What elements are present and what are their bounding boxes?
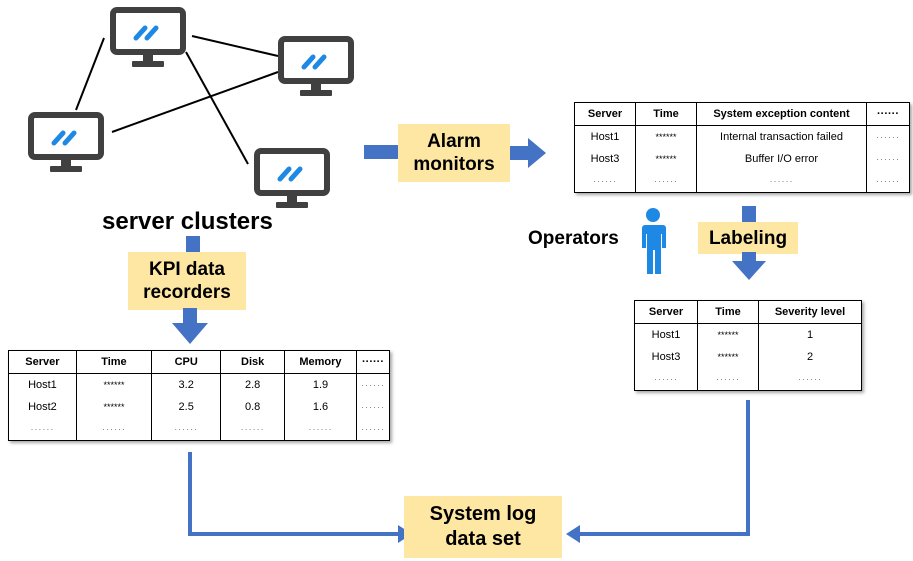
table-row: Host3 ****** 2: [634, 346, 862, 368]
table-row: ······ ······ ······: [634, 368, 862, 391]
table-cell: ******: [635, 125, 697, 148]
table-cell: 3.2: [151, 373, 222, 396]
table-cell: ······: [75, 418, 153, 441]
server-monitor-icon: [254, 148, 330, 212]
table-cell: ······: [866, 148, 910, 170]
table-header: Severity level: [758, 300, 862, 324]
table-header: Time: [635, 102, 697, 126]
labeling-label-text: Labeling: [708, 227, 788, 249]
table-cell: 1.9: [283, 373, 358, 396]
table-cell: 2.5: [151, 396, 222, 418]
arrow-down-to-severity-icon: [732, 252, 766, 280]
table-cell: ······: [356, 373, 390, 396]
table-cell: ······: [356, 396, 390, 418]
table-header: ······: [356, 350, 390, 374]
table-cell: ······: [866, 125, 910, 148]
table-cell: ******: [75, 396, 153, 418]
arrow-down-to-kpi-table-icon: [172, 308, 208, 344]
kpi-label-line2: recorders: [143, 282, 231, 303]
dataset-label-line2: data set: [445, 528, 521, 550]
table-cell: ······: [866, 170, 910, 193]
table-cell: 1: [758, 323, 862, 346]
table-header: Server: [8, 350, 77, 374]
table-row: Host1 ****** Internal transaction failed…: [574, 125, 910, 148]
alarm-label-line2: monitors: [413, 154, 495, 175]
table-cell: ······: [220, 418, 285, 441]
kpi-label-line1: KPI data: [148, 259, 226, 280]
table-cell: ······: [283, 418, 358, 441]
table-cell: ******: [75, 373, 153, 396]
table-header: CPU: [151, 350, 222, 374]
table-row: Host1 ****** 1: [634, 323, 862, 346]
table-cell: ******: [635, 148, 697, 170]
table-cell: ******: [697, 323, 759, 346]
table-cell: ······: [634, 368, 698, 391]
table-cell: ······: [697, 368, 759, 391]
table-cell: ······: [758, 368, 862, 391]
severity-table: Server Time Severity level Host1 ****** …: [634, 300, 862, 391]
arrow-to-exception-table-icon: [510, 138, 546, 168]
table-cell: Host3: [574, 148, 636, 170]
table-header: System exception content: [696, 102, 867, 126]
server-monitor-icon: [110, 7, 186, 71]
alarm-label-line1: Alarm: [427, 131, 481, 152]
table-cell: Host1: [634, 323, 698, 346]
alarm-monitors-label: Alarm monitors: [398, 124, 510, 182]
table-cell: ······: [574, 170, 636, 193]
dataset-label-line1: System log: [429, 503, 537, 525]
table-header: Memory: [283, 350, 358, 374]
table-cell: ******: [697, 346, 759, 368]
table-cell: ······: [151, 418, 222, 441]
table-cell: ······: [8, 418, 77, 441]
arrow-to-alarm-icon: [364, 145, 400, 159]
table-cell: 0.8: [220, 396, 285, 418]
table-header: Time: [75, 350, 153, 374]
table-row: Host1 ****** 3.2 2.8 1.9 ······: [8, 373, 390, 396]
table-cell: 2.8: [220, 373, 285, 396]
table-cell: Internal transaction failed: [696, 125, 867, 148]
kpi-table: Server Time CPU Disk Memory ······ Host1…: [8, 350, 390, 441]
table-header: Disk: [220, 350, 285, 374]
table-row: Host2 ****** 2.5 0.8 1.6 ······: [8, 396, 390, 418]
arrow-down-to-kpi-icon: [186, 236, 200, 254]
table-cell: Host3: [634, 346, 698, 368]
table-header: Server: [634, 300, 698, 324]
table-row: ······ ······ ······ ······: [574, 170, 910, 193]
server-clusters-caption: server clusters: [102, 208, 273, 235]
table-row: Host3 ****** Buffer I/O error ······: [574, 148, 910, 170]
table-header: Time: [697, 300, 759, 324]
table-cell: 1.6: [283, 396, 358, 418]
system-log-dataset-label: System log data set: [404, 496, 562, 558]
operators-caption: Operators: [528, 228, 619, 249]
arrow-down-to-labeling-icon: [742, 206, 756, 222]
table-cell: Host1: [8, 373, 77, 396]
table-cell: Buffer I/O error: [696, 148, 867, 170]
table-header: Server: [574, 102, 636, 126]
labeling-label: Labeling: [698, 222, 798, 254]
operator-person-icon: [642, 208, 666, 274]
kpi-recorders-label: KPI data recorders: [128, 252, 246, 310]
table-cell: Host2: [8, 396, 77, 418]
server-monitor-icon: [28, 112, 104, 176]
table-cell: 2: [758, 346, 862, 368]
table-cell: ······: [356, 418, 390, 441]
table-cell: ······: [696, 170, 867, 193]
exception-table: Server Time System exception content ···…: [574, 102, 910, 193]
table-cell: ······: [635, 170, 697, 193]
table-cell: Host1: [574, 125, 636, 148]
table-row: ······ ······ ······ ······ ······ ·····…: [8, 418, 390, 441]
table-header: ······: [866, 102, 910, 126]
server-monitor-icon: [278, 36, 354, 100]
